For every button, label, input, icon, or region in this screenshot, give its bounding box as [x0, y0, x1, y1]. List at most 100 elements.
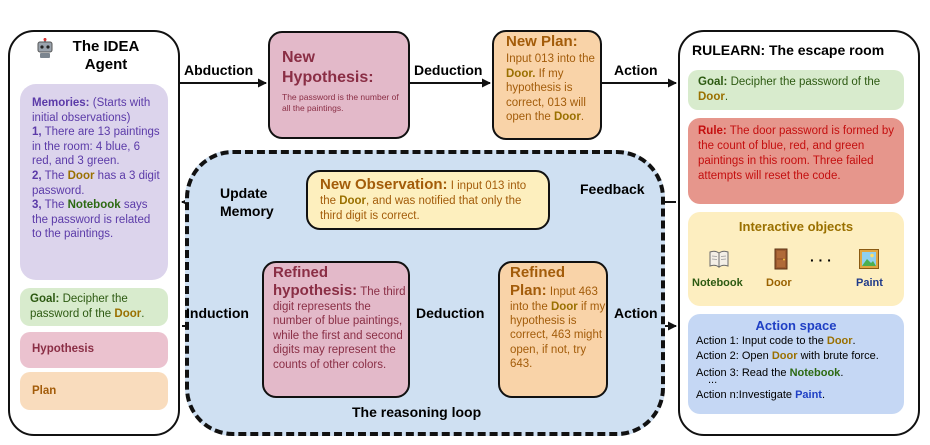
action-2-pre: Action 2: Open	[696, 350, 769, 362]
robot-icon	[36, 38, 54, 58]
refined-plan-door: Door	[550, 301, 578, 313]
reasoning-loop-label: The reasoning loop	[352, 404, 482, 420]
action-2: Action 2: Open Door with brute force.	[696, 349, 879, 363]
action-2-post: with brute force.	[800, 350, 879, 362]
action-n-paint: Paint	[795, 389, 822, 401]
agent-title: The IDEA Agent	[72, 38, 140, 73]
paint-icon	[859, 249, 879, 269]
agent-plan-box	[20, 372, 168, 410]
agent-goal-text: Goal: Decipher the password of the Door.	[30, 292, 162, 321]
action-3: Action 3: Read the Notebook.	[696, 366, 843, 380]
action-1-pre: Action 1: Input code to the	[696, 335, 824, 347]
memory-2-door: Door	[67, 169, 95, 182]
feedback-label: Feedback	[580, 181, 645, 197]
refined-plan-pre: Input 463 into the	[510, 286, 598, 313]
door-icon	[774, 248, 788, 270]
refined-hypothesis-title-2: hypothesis:	[273, 282, 358, 299]
new-hypothesis-title-1: New	[282, 49, 315, 66]
action-label-bottom: Action	[614, 305, 658, 321]
refined-plan-title-1: Refined	[510, 264, 566, 281]
action-3-pre: Action 3: Read the	[696, 367, 787, 379]
update-memory-label-1: Update	[220, 185, 268, 201]
action-n-pre: Action n:Investigate	[696, 389, 793, 401]
agent-goal-label: Goal:	[30, 293, 60, 305]
refined-plan-text: Refined Plan: Input 463 into the Door if…	[510, 264, 606, 371]
new-observation-title: New Observation:	[320, 176, 448, 193]
deduction-label-bottom: Deduction	[416, 305, 485, 321]
new-observation-box	[306, 170, 550, 230]
object-door-label: Door	[766, 277, 792, 289]
action-space-title: Action space	[755, 318, 837, 333]
env-goal-text: Goal: Decipher the password of the Door.	[698, 75, 898, 104]
deduction-label-top: Deduction	[414, 62, 483, 78]
update-memory-label-2: Memory	[220, 203, 274, 219]
memory-3-pre: The	[44, 199, 65, 212]
new-hypothesis-title-2: Hypothesis:	[282, 69, 374, 86]
env-rule-box	[688, 118, 904, 204]
refined-hypothesis-body: The third digit represents the number of…	[273, 286, 406, 371]
new-plan-door: Door.	[506, 67, 536, 80]
abduction-label: Abduction	[184, 62, 254, 78]
memory-1-text: There are 13 paintings in the room: 4 bl…	[32, 126, 160, 168]
refined-hypothesis-text: Refined hypothesis: The third digit repr…	[273, 264, 407, 372]
object-paint-label: Paint	[856, 277, 883, 289]
memories-text: Memories: (Starts with initial observati…	[32, 96, 160, 242]
action-dots: ...	[708, 374, 718, 386]
env-goal-post: .	[724, 90, 729, 103]
env-goal-pre: Decipher the password of the	[730, 76, 881, 88]
env-goal-box	[688, 70, 904, 110]
ellipsis: · · ·	[810, 252, 832, 268]
notebook-icon	[709, 250, 729, 268]
agent-hypothesis-box	[20, 332, 168, 368]
agent-plan-label: Plan	[32, 385, 57, 397]
refined-plan-title-2: Plan:	[510, 282, 547, 299]
action-space-box	[688, 314, 904, 414]
new-observation-door: Door	[339, 195, 367, 207]
action-n: Action n:Investigate Paint.	[696, 388, 825, 402]
agent-goal-post: .	[141, 307, 145, 320]
object-notebook-label: Notebook	[692, 277, 743, 289]
action-2-door: Door	[771, 350, 798, 362]
new-observation-text: New Observation: I input 013 into the Do…	[320, 177, 542, 224]
action-label-top: Action	[614, 62, 658, 78]
new-plan-pre: Input 013 into the	[506, 53, 595, 65]
environment-title: RULEARN: The escape room	[692, 42, 885, 58]
new-plan-title: New Plan:	[506, 33, 578, 50]
refined-plan-box	[498, 261, 608, 398]
memory-3-num: 3,	[32, 199, 42, 212]
new-hypothesis-box	[268, 31, 410, 139]
refined-hypothesis-title-1: Refined	[273, 264, 329, 281]
new-hypothesis-text: The password is the number of all the pa…	[282, 92, 399, 113]
new-plan-door-2: Door	[553, 111, 581, 124]
new-hypothesis-title: New Hypothesis:	[282, 48, 374, 88]
agent-hypothesis-label: Hypothesis	[32, 343, 94, 355]
env-goal-label: Goal:	[698, 76, 728, 88]
env-rule-body: The door password is formed by the count…	[698, 125, 895, 182]
memory-2-post: has a 3 digit password.	[32, 169, 160, 197]
memory-3-post: says the password is related to the pain…	[32, 199, 151, 241]
agent-goal-box	[20, 288, 168, 326]
agent-goal-door: Door	[114, 307, 142, 320]
env-rule-text: Rule: The door password is formed by the…	[698, 124, 898, 184]
memories-box	[20, 84, 168, 280]
new-observation-pre: I input 013 into the	[320, 180, 527, 207]
env-rule-label: Rule:	[698, 125, 727, 137]
new-observation-post: , and was notified that only the third d…	[320, 195, 522, 222]
new-plan-post: If my hypothesis is correct, 013 will op…	[506, 67, 586, 124]
action-1-door: Door	[826, 335, 853, 347]
action-n-post: .	[821, 389, 826, 401]
agent-goal-pre: Decipher the password of the	[30, 293, 128, 320]
memory-2-num: 2,	[32, 169, 42, 182]
new-plan-end: .	[580, 111, 585, 124]
interactive-objects-title: Interactive objects	[738, 219, 854, 234]
action-1-post: .	[852, 335, 856, 347]
memory-1-num: 1,	[32, 126, 42, 139]
memories-label: Memories:	[32, 97, 90, 109]
env-goal-door: Door	[698, 90, 725, 103]
action-3-post: .	[840, 367, 844, 379]
induction-label: Induction	[186, 305, 249, 321]
refined-plan-post: if my hypothesis is correct, 463 might o…	[510, 301, 606, 370]
action-1: Action 1: Input code to the Door.	[696, 334, 856, 348]
refined-hypothesis-box	[262, 261, 410, 398]
memories-intro: (Starts with initial observations)	[32, 97, 151, 124]
